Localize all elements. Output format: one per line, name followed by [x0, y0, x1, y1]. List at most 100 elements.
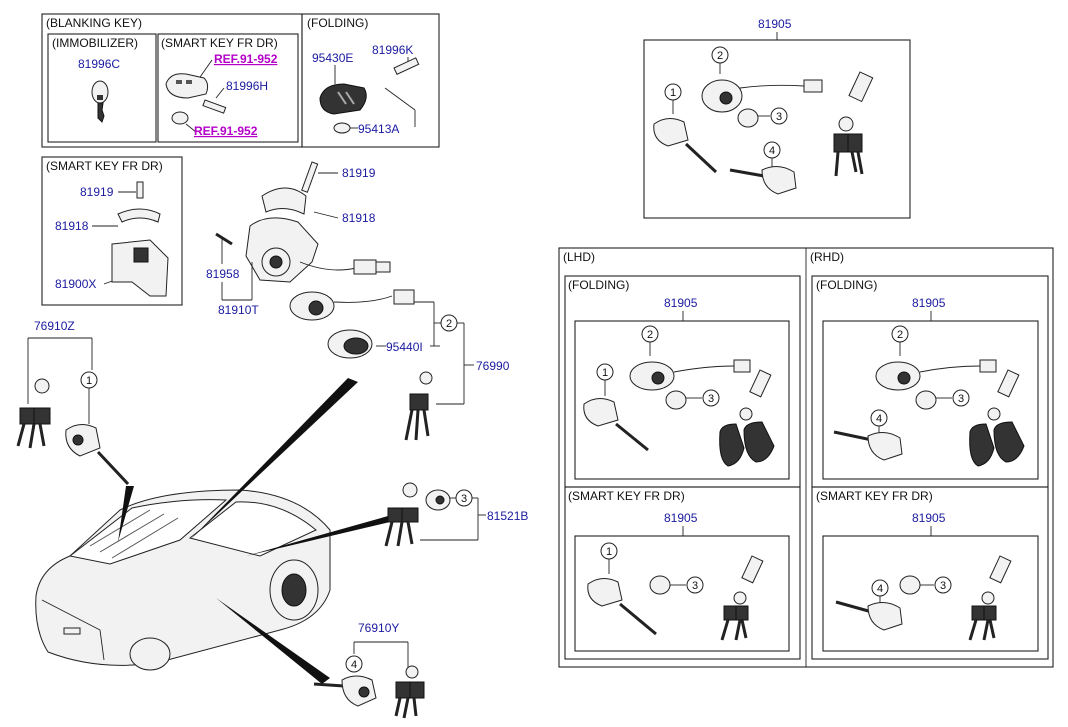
immobilizer-frame	[47, 33, 157, 143]
part-81958-label[interactable]: 81958	[206, 267, 240, 281]
rhd-folding-kit-frame	[822, 320, 1039, 480]
lhd-rhd-panel: (LHD) (RHD) (FOLDING) 81905 2 1 3	[558, 247, 1054, 668]
door-lock-76910Y-group: 76910Y 4	[313, 621, 425, 719]
ignition-assembly: 81919 81918 81958 81910T	[206, 161, 510, 441]
rhd-smart-kit-81905[interactable]: 81905	[912, 511, 946, 525]
kit-top-callout-4: 4	[769, 145, 775, 157]
lhd-smart-callout-3: 3	[692, 580, 698, 592]
part-76990-label[interactable]: 76990	[476, 359, 510, 373]
ref-91-952-link-top[interactable]: REF.91-952	[214, 52, 278, 66]
lhd-folding-key-fobs-icon	[719, 369, 775, 467]
coin-battery-icon	[171, 111, 189, 125]
smart-key-lock-frame	[41, 156, 183, 306]
rhd-folding-kit-81905[interactable]: 81905	[912, 296, 946, 310]
key-set-81521B-icon	[384, 482, 419, 547]
kit-top-callout-1: 1	[670, 87, 676, 99]
ref-91-952-link-bottom[interactable]: REF.91-952	[194, 124, 258, 138]
part-95430E-label[interactable]: 95430E	[312, 51, 353, 65]
lhd-folding-ignition-icon	[629, 359, 751, 391]
rhd-folding-title: (FOLDING)	[816, 278, 877, 292]
lhd-folding-title: (FOLDING)	[568, 278, 629, 292]
part-81918-label[interactable]: 81918	[342, 211, 376, 225]
lhd-smart-title: (SMART KEY FR DR)	[568, 489, 685, 503]
callout-1-76910Z-text: 1	[86, 375, 92, 387]
part-81918-box-label[interactable]: 81918	[55, 219, 89, 233]
rhd-smart-callout-4: 4	[877, 583, 883, 595]
rhd-folding-lock-cylinder-icon	[915, 390, 937, 410]
door-key-set-76910Y-icon	[394, 665, 425, 719]
ignition-key-set-icon	[404, 371, 433, 441]
lhd-folding-callout-2: 2	[647, 329, 653, 341]
part-76910Z-label[interactable]: 76910Z	[34, 319, 75, 333]
steering-lock-body-icon	[111, 181, 169, 297]
part-81900X-box-label[interactable]: 81900X	[55, 277, 96, 291]
rhd-smart-key-set-icon	[968, 555, 1012, 641]
lhd-smart-callout-1: 1	[606, 546, 612, 558]
smart-key-lock-group: (SMART KEY FR DR) 81919 81918 81900X	[41, 156, 183, 306]
part-95413A-label[interactable]: 95413A	[358, 122, 399, 136]
kit-81905-top-frame	[643, 39, 911, 219]
blanking-key-group: (BLANKING KEY) (IMMOBILIZER) 81996C (SMA…	[41, 13, 440, 148]
kit-top-rear-cylinder-icon	[729, 166, 797, 195]
part-81996C-label[interactable]: 81996C	[78, 57, 120, 71]
lhd-folding-kit-frame	[574, 320, 790, 480]
immobilizer-coil-icon	[327, 329, 373, 359]
lhd-smart-kit-81905[interactable]: 81905	[664, 511, 698, 525]
lhd-folding-lock-cylinder-icon	[665, 390, 687, 410]
rhd-folding-callout-3: 3	[958, 393, 964, 405]
blank-key-icon	[91, 80, 109, 123]
rhd-title: (RHD)	[810, 250, 844, 264]
lhd-smart-key-set-icon	[720, 555, 764, 641]
door-cylinder-76910Z-icon	[65, 424, 130, 486]
door-cylinder-76910Y-icon	[313, 675, 377, 707]
rhd-folding-ignition-icon	[875, 359, 997, 391]
kit-top-ignition-icon	[701, 79, 823, 113]
part-81919-label[interactable]: 81919	[342, 166, 376, 180]
callout-2-center-text: 2	[446, 318, 452, 330]
folding-key-fob-icon	[319, 83, 367, 115]
kit-top-callout-2: 2	[717, 50, 723, 62]
door-key-set-76910Z-icon	[16, 378, 51, 449]
battery-95413A-icon	[333, 122, 351, 134]
rhd-smart-lock-cylinder-icon	[899, 575, 921, 595]
part-95440I-label[interactable]: 95440I	[386, 340, 423, 354]
part-81910T-label[interactable]: 81910T	[218, 303, 259, 317]
part-76910Y-label[interactable]: 76910Y	[358, 621, 399, 635]
lhd-smart-kit-frame	[574, 535, 790, 652]
kit-81905-top-group: 81905 2 1 3 4	[643, 17, 911, 219]
lhd-smart-lock-cylinder-icon	[649, 575, 671, 595]
callout-4-76910Y-text: 4	[351, 659, 357, 671]
rhd-smart-rear-cylinder-icon	[835, 600, 903, 631]
blanking-key-title: (BLANKING KEY)	[46, 16, 142, 30]
part-81996H-label[interactable]: 81996H	[226, 79, 268, 93]
kit-top-callout-3: 3	[776, 111, 782, 123]
lhd-smart-door-cylinder-icon	[587, 578, 657, 636]
lhd-folding-callout-3: 3	[708, 393, 714, 405]
callout-3-81521B-text: 3	[461, 493, 467, 505]
smart-key-lock-title: (SMART KEY FR DR)	[46, 159, 163, 173]
lock-cylinder-81521B-icon	[425, 489, 451, 511]
smart-key-blank-title: (SMART KEY FR DR)	[161, 36, 278, 50]
rhd-smart-callout-3: 3	[940, 580, 946, 592]
lhd-folding-callout-1: 1	[602, 367, 608, 379]
folding-top-frame	[301, 13, 440, 148]
blade-key-icon	[393, 57, 420, 76]
ignition-cylinder-icon	[289, 289, 415, 321]
part-81996K-label[interactable]: 81996K	[372, 43, 413, 57]
ignition-housing-icon	[245, 161, 391, 283]
rhd-folding-callout-2: 2	[897, 329, 903, 341]
lhd-folding-kit-81905[interactable]: 81905	[664, 296, 698, 310]
rhd-folding-key-fobs-icon	[969, 369, 1025, 467]
lhd-title: (LHD)	[563, 250, 595, 264]
rhd-folding-callout-4: 4	[876, 413, 882, 425]
rhd-folding-rear-cylinder-icon	[833, 430, 903, 461]
part-81919-box-label[interactable]: 81919	[80, 185, 114, 199]
part-81521B-label[interactable]: 81521B	[487, 509, 528, 523]
door-lock-76910Z-group: 76910Z 1	[16, 319, 130, 486]
smart-key-fob-icon	[165, 73, 227, 114]
callout-4-76910Y	[345, 655, 363, 673]
folding-top-title: (FOLDING)	[307, 16, 368, 30]
smart-key-blank-frame	[157, 33, 299, 143]
kit-81905-top-title[interactable]: 81905	[758, 17, 792, 31]
